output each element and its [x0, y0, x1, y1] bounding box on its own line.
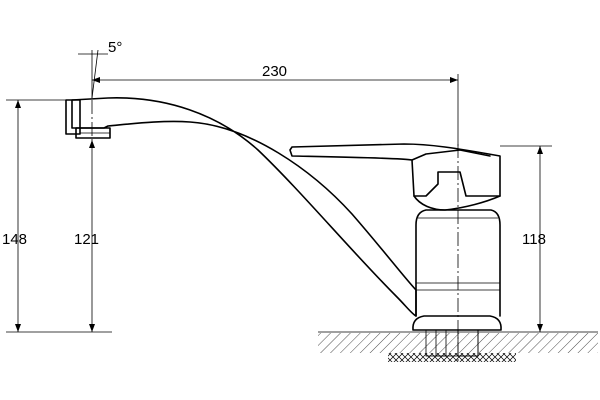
spout-aerator-housing: [65, 99, 81, 135]
dim-reach: 230: [92, 63, 459, 146]
under-counter-hatching: [388, 353, 516, 362]
dim-outlet-height: 121: [72, 140, 112, 333]
lever-ridge-line: [411, 149, 491, 161]
dim-label-body-height: 118: [522, 231, 546, 248]
lever-cap-detail: [413, 171, 501, 197]
dim-label-total-height: 148: [2, 231, 27, 248]
base-flange: [412, 315, 502, 331]
dim-label-angle: 5°: [108, 39, 122, 56]
dim-total-height: 148: [2, 99, 72, 333]
dim-label-reach: 230: [262, 63, 287, 80]
spout: [65, 97, 417, 317]
spout-arm: [71, 97, 417, 317]
dim-body-height: 118: [500, 145, 552, 332]
dim-spout-angle: 5°: [78, 39, 122, 99]
body-outline: [415, 209, 501, 317]
dim-label-outlet-height: 121: [74, 231, 99, 248]
lever-outline: [289, 143, 501, 211]
lever-handle: [289, 143, 501, 211]
